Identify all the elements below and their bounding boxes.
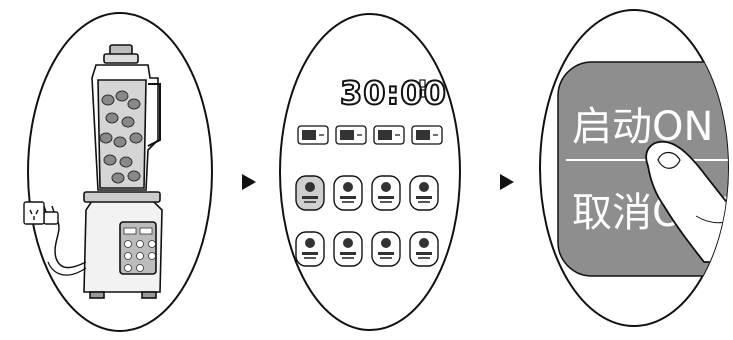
step-1-circle bbox=[27, 12, 213, 332]
blender-icon bbox=[83, 44, 163, 299]
panel-program-5-button[interactable] bbox=[295, 231, 325, 267]
panel-program-6-button[interactable] bbox=[333, 231, 363, 267]
power-cord bbox=[54, 221, 87, 269]
panel-program-1-button[interactable] bbox=[295, 175, 325, 211]
panel-program-4-button[interactable] bbox=[409, 175, 439, 211]
panel-program-8-button[interactable] bbox=[409, 231, 439, 267]
arrow-right-icon bbox=[242, 174, 256, 190]
power-plug-icon bbox=[43, 205, 59, 225]
step-3-press-start: 启动ON 取消OFF bbox=[530, 0, 733, 336]
panel-program-2-button[interactable] bbox=[333, 175, 363, 211]
wall-socket-icon bbox=[23, 201, 45, 225]
display-indicator-icon bbox=[419, 79, 426, 98]
panel-key-3[interactable] bbox=[373, 125, 405, 145]
step-2-illustration: 30:00 bbox=[279, 13, 461, 331]
step-2-control-panel: 30:00 bbox=[258, 0, 488, 336]
panel-key-1[interactable] bbox=[297, 125, 329, 145]
panel-program-3-button[interactable] bbox=[371, 175, 401, 211]
panel-program-7-button[interactable] bbox=[371, 231, 401, 267]
step-1-illustration bbox=[23, 12, 213, 332]
pressing-finger-icon bbox=[645, 140, 728, 263]
panel-key-2[interactable] bbox=[335, 125, 367, 145]
step-3-illustration: 启动ON 取消OFF bbox=[539, 9, 729, 327]
next-step-arrow-2 bbox=[498, 172, 518, 196]
next-step-arrow-1 bbox=[240, 172, 260, 196]
step-2-circle bbox=[279, 13, 461, 331]
panel-key-4[interactable] bbox=[411, 125, 443, 145]
arrow-right-icon bbox=[500, 174, 514, 190]
start-on-button[interactable]: 启动ON bbox=[572, 104, 713, 150]
digital-time-display: 30:00 bbox=[340, 74, 447, 112]
step-1-plug-in bbox=[0, 0, 245, 336]
